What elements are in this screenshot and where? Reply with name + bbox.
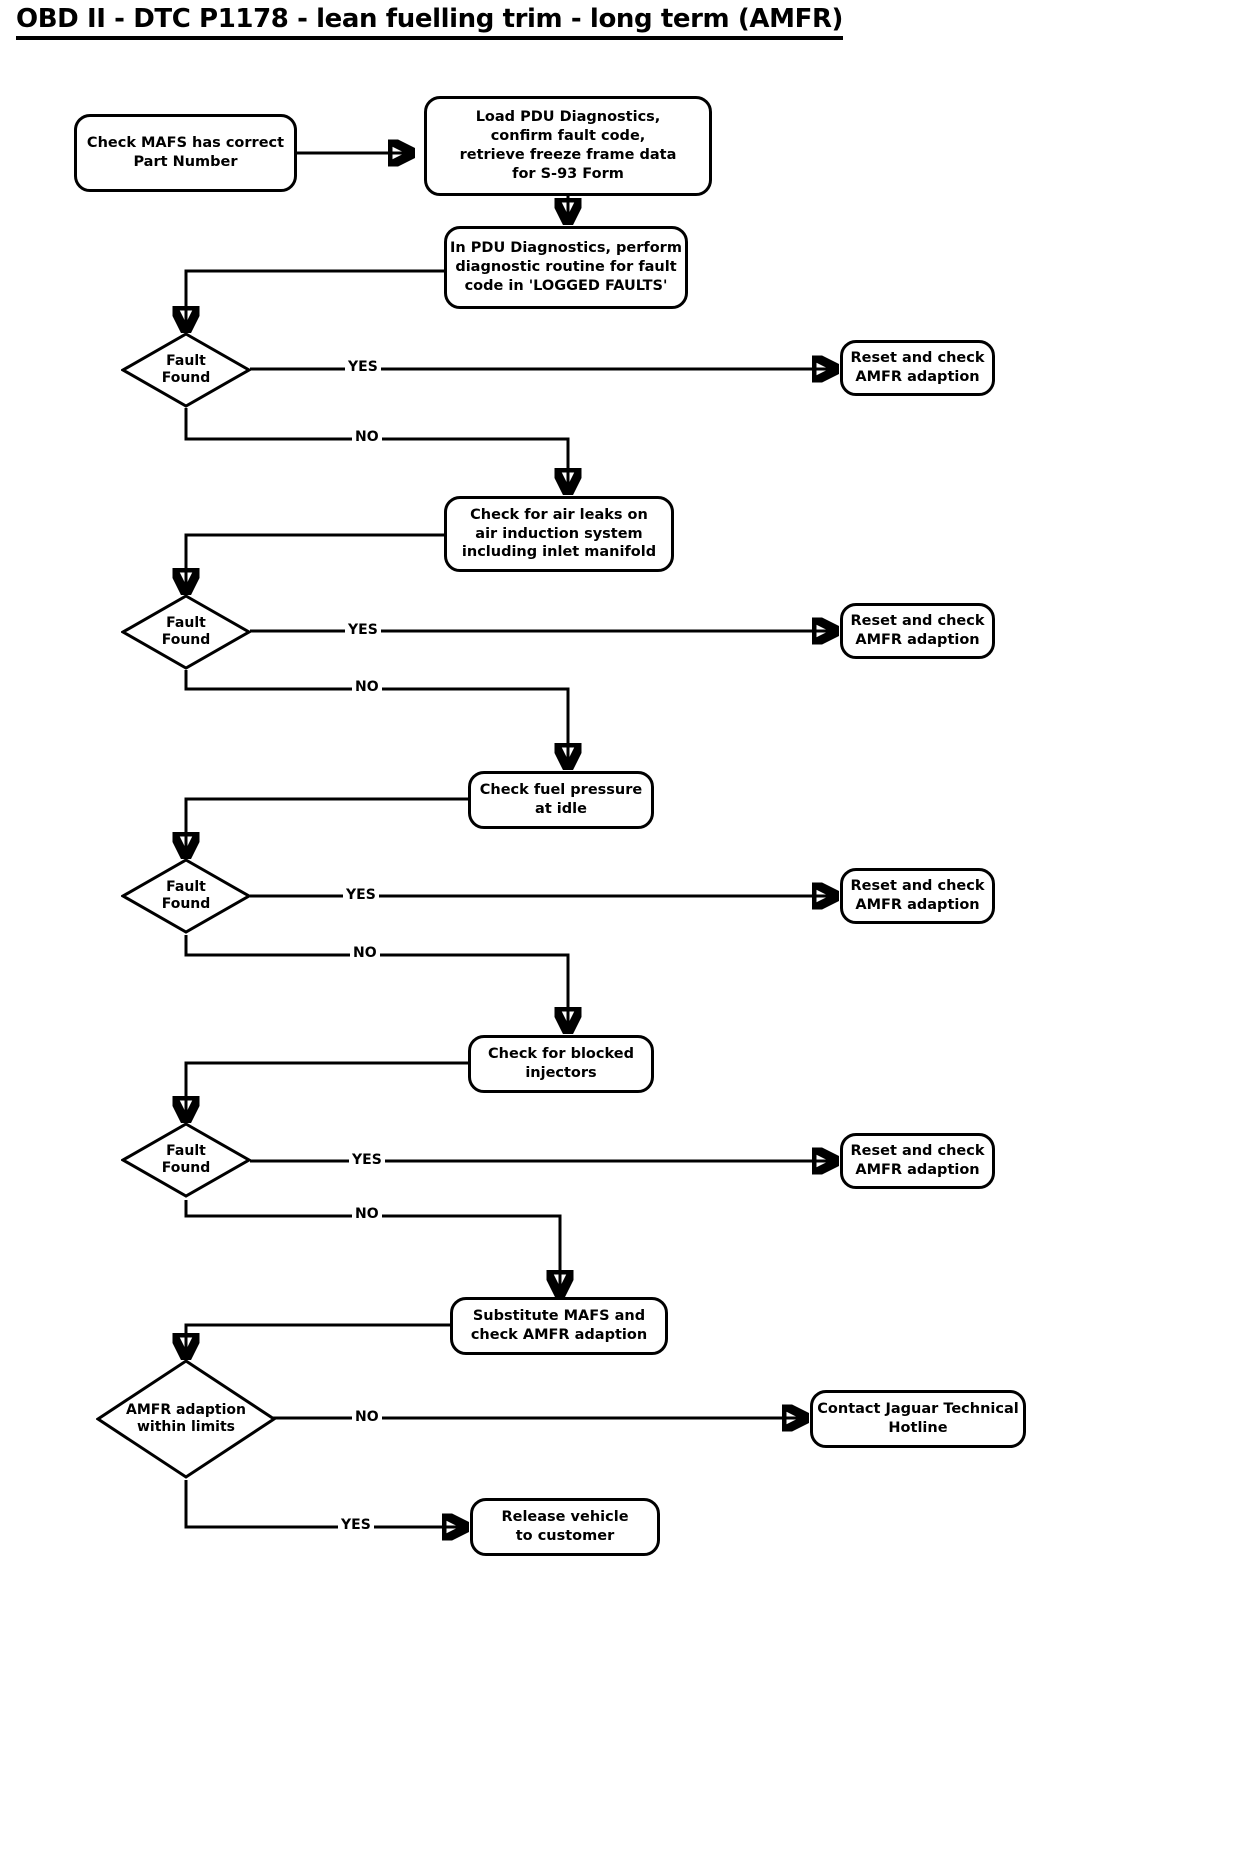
node-line: Load PDU Diagnostics, (475, 109, 661, 126)
node-perform-diagnostic-routine: In PDU Diagnostics, perform diagnostic r… (444, 226, 688, 309)
node-line: confirm fault code, (490, 128, 646, 145)
decision-amfr-within-limits: AMFR adaption within limits (96, 1359, 276, 1479)
edge-label-yes-4: YES (349, 1153, 385, 1167)
node-line: Reset and check (850, 1143, 985, 1160)
node-reset-check-amfr-3: Reset and check AMFR adaption (840, 868, 995, 924)
node-line: Reset and check (850, 350, 985, 367)
edge-label-yes-2: YES (345, 623, 381, 637)
edge-label-no-2: NO (352, 680, 382, 694)
edge-label-yes-1: YES (345, 360, 381, 374)
node-line: AMFR adaption (855, 897, 980, 913)
edge-label-no-1: NO (352, 430, 382, 444)
decision-fault-found-2: Fault Found (121, 594, 251, 670)
node-line: In PDU Diagnostics, perform (450, 240, 682, 257)
node-line: air induction system (475, 525, 643, 542)
node-line: for S-93 Form (512, 165, 624, 182)
edge-label-no-3: NO (350, 946, 380, 960)
node-line: Check for air leaks on (470, 506, 648, 523)
node-reset-check-amfr-4: Reset and check AMFR adaption (840, 1133, 995, 1189)
decision-line: Found (161, 632, 211, 648)
edge-label-yes-3: YES (343, 888, 379, 902)
decision-line: Found (161, 1160, 211, 1176)
decision-line: Found (161, 370, 211, 386)
decision-fault-found-3: Fault Found (121, 858, 251, 934)
node-release-vehicle: Release vehicle to customer (470, 1498, 660, 1556)
node-contact-jaguar-hotline: Contact Jaguar Technical Hotline (810, 1390, 1026, 1448)
node-substitute-mafs: Substitute MAFS and check AMFR adaption (450, 1297, 668, 1355)
node-line: AMFR adaption (855, 632, 980, 648)
node-line: to customer (515, 1528, 615, 1544)
node-line: code in 'LOGGED FAULTS' (464, 277, 668, 294)
node-line: retrieve freeze frame data (459, 147, 677, 163)
node-line: Reset and check (850, 878, 985, 895)
node-check-mafs-part-number: Check MAFS has correct Part Number (74, 114, 297, 192)
decision-fault-found-1: Fault Found (121, 332, 251, 408)
node-line: Part Number (133, 154, 238, 170)
page-title-text: OBD II - DTC P1178 - lean fuelling trim … (16, 4, 843, 40)
edge-label-no-5: NO (352, 1410, 382, 1424)
node-line: check AMFR adaption (470, 1327, 648, 1343)
node-line: including inlet manifold (461, 544, 657, 561)
node-check-fuel-pressure: Check fuel pressure at idle (468, 771, 654, 829)
node-line: Release vehicle (501, 1509, 629, 1526)
page-title: OBD II - DTC P1178 - lean fuelling trim … (16, 4, 843, 40)
node-line: diagnostic routine for fault (455, 259, 677, 276)
decision-line: within limits (136, 1419, 236, 1435)
edge-label-no-4: NO (352, 1207, 382, 1221)
node-line: AMFR adaption (855, 1162, 980, 1178)
decision-line: Fault (166, 878, 206, 895)
edge-label-yes-5: YES (338, 1518, 374, 1532)
node-check-blocked-injectors: Check for blocked injectors (468, 1035, 654, 1093)
node-line: Contact Jaguar Technical (817, 1401, 1019, 1418)
node-check-air-leaks: Check for air leaks on air induction sys… (444, 496, 674, 572)
node-line: Check fuel pressure (479, 782, 643, 799)
node-line: Hotline (888, 1420, 948, 1436)
node-line: AMFR adaption (855, 369, 980, 385)
node-load-pdu-diagnostics: Load PDU Diagnostics, confirm fault code… (424, 96, 712, 196)
node-line: Check for blocked (488, 1046, 634, 1063)
node-reset-check-amfr-2: Reset and check AMFR adaption (840, 603, 995, 659)
decision-line: Fault (166, 352, 206, 369)
decision-line: AMFR adaption (126, 1401, 246, 1418)
node-line: Reset and check (850, 613, 985, 630)
node-line: injectors (525, 1065, 597, 1081)
decision-line: Fault (166, 614, 206, 631)
node-line: Substitute MAFS and (472, 1308, 646, 1325)
decision-fault-found-4: Fault Found (121, 1122, 251, 1198)
decision-line: Found (161, 896, 211, 912)
node-line: at idle (535, 801, 587, 817)
node-reset-check-amfr-1: Reset and check AMFR adaption (840, 340, 995, 396)
node-line: Check MAFS has correct (86, 135, 285, 152)
decision-line: Fault (166, 1142, 206, 1159)
